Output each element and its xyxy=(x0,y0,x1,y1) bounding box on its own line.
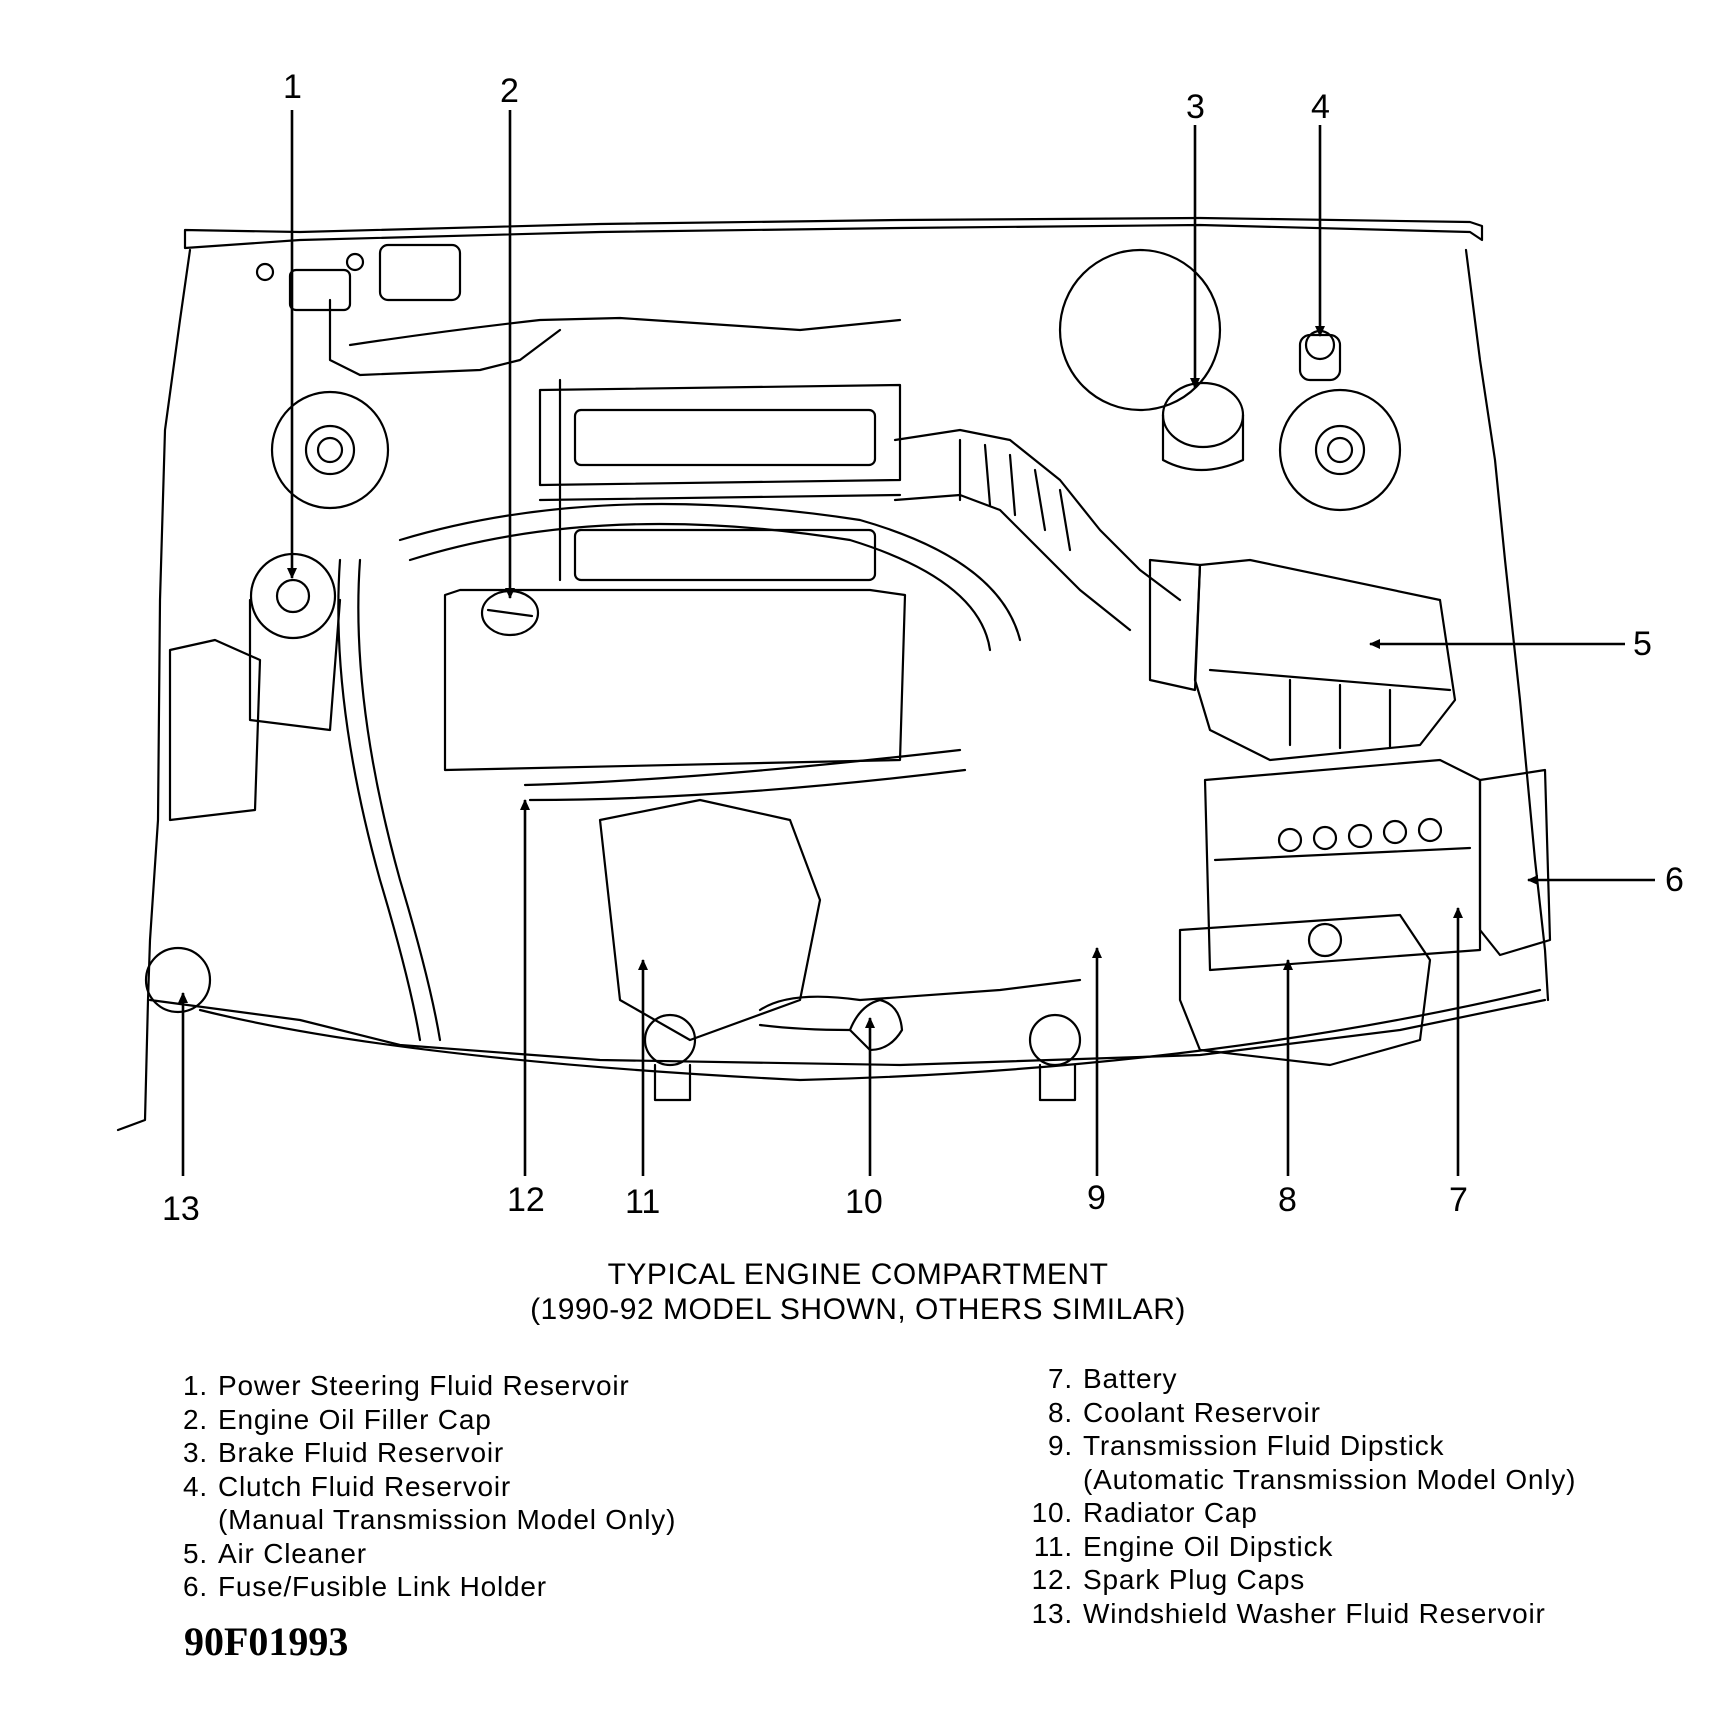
legend-item-text: Coolant Reservoir xyxy=(1083,1396,1321,1428)
legend-item-text: (Manual Transmission Model Only) xyxy=(218,1504,677,1535)
legend-item-text: Transmission Fluid Dipstick xyxy=(1083,1430,1445,1461)
legend-item-number: 12. xyxy=(1031,1564,1073,1595)
legend-item: (Manual Transmission Model Only) xyxy=(160,1503,676,1537)
legend-right: 7. Battery 8. Coolant Reservoir 9. Transmissi… xyxy=(1025,1362,1576,1630)
legend-item-number: 11. xyxy=(1033,1530,1073,1562)
legend-item: 3. Brake Fluid Reservoir xyxy=(160,1436,676,1470)
legend-item: 9. Transmission Fluid Dipstick xyxy=(1025,1429,1576,1463)
legend-item-text: Windshield Washer Fluid Reservoir xyxy=(1083,1597,1546,1629)
legend-item: 8. Coolant Reservoir xyxy=(1025,1396,1576,1430)
legend-item-number: 1. xyxy=(183,1370,208,1401)
legend-item: 4. Clutch Fluid Reservoir xyxy=(160,1470,676,1504)
legend-item: 11. Engine Oil Dipstick xyxy=(1025,1530,1576,1564)
figure-code: 90F01993 xyxy=(184,1619,349,1664)
legend-item-number: 10. xyxy=(1031,1497,1073,1528)
callout-4: 4 xyxy=(1311,88,1330,126)
legend-item-text: Engine Oil Filler Cap xyxy=(218,1403,492,1435)
legend-item: 2. Engine Oil Filler Cap xyxy=(160,1403,676,1437)
legend-item-text: Power Steering Fluid Reservoir xyxy=(218,1370,630,1401)
callout-8: 8 xyxy=(1278,1181,1297,1219)
callout-10: 10 xyxy=(845,1183,883,1220)
legend-item-number: 7. xyxy=(1048,1363,1073,1394)
leader-lines xyxy=(178,110,1655,1176)
callout-6: 6 xyxy=(1665,861,1684,899)
legend-item: 5. Air Cleaner xyxy=(160,1537,676,1571)
legend-item-number: 13. xyxy=(1031,1597,1073,1629)
callout-12: 12 xyxy=(507,1181,545,1219)
caption-subtitle: (1990-92 MODEL SHOWN, OTHERS SIMILAR) xyxy=(530,1293,1186,1326)
legend-item-text: Engine Oil Dipstick xyxy=(1083,1530,1334,1562)
legend-item-text: Radiator Cap xyxy=(1083,1497,1258,1528)
legend-item-text: Spark Plug Caps xyxy=(1083,1564,1306,1595)
legend-item-number: 2. xyxy=(183,1403,208,1435)
legend-item: 6. Fuse/Fusible Link Holder xyxy=(160,1570,676,1604)
callout-11: 11 xyxy=(625,1183,660,1220)
callout-5: 5 xyxy=(1633,625,1652,663)
callout-13: 13 xyxy=(162,1190,200,1220)
legend-item: 13. Windshield Washer Fluid Reservoir xyxy=(1025,1597,1576,1631)
callout-9: 9 xyxy=(1087,1179,1106,1217)
legend-item-text: Fuse/Fusible Link Holder xyxy=(218,1571,547,1602)
legend-item-number: 9. xyxy=(1048,1430,1073,1461)
legend-item: 7. Battery xyxy=(1025,1362,1576,1396)
caption-title: TYPICAL ENGINE COMPARTMENT xyxy=(607,1258,1109,1291)
callout-7: 7 xyxy=(1449,1181,1468,1219)
callout-3: 3 xyxy=(1186,88,1205,126)
engine-compartment-drawing xyxy=(116,216,1552,1132)
callout-1: 1 xyxy=(283,68,302,106)
legend-item: 10. Radiator Cap xyxy=(1025,1496,1576,1530)
legend-item-text: Clutch Fluid Reservoir xyxy=(218,1470,512,1502)
legend-item: 12. Spark Plug Caps xyxy=(1025,1563,1576,1597)
engine-compartment-diagram: 1 2 3 4 5 6 7 8 9 10 11 12 13 xyxy=(116,68,1684,1220)
callout-2: 2 xyxy=(500,72,519,110)
legend-item-number: 6. xyxy=(183,1571,208,1602)
legend-item-text: Battery xyxy=(1083,1363,1178,1394)
legend-item-number: 5. xyxy=(183,1537,208,1569)
legend-item-text: Air Cleaner xyxy=(218,1537,367,1569)
legend-item-number: 3. xyxy=(183,1437,208,1468)
legend-item-number: 8. xyxy=(1048,1396,1073,1428)
legend-left: 1. Power Steering Fluid Reservoir 2. Engine… xyxy=(160,1369,676,1604)
legend-item: 1. Power Steering Fluid Reservoir xyxy=(160,1369,676,1403)
legend-item-text: Brake Fluid Reservoir xyxy=(218,1437,504,1468)
legend-item-text: (Automatic Transmission Model Only) xyxy=(1083,1463,1577,1495)
legend-item: (Automatic Transmission Model Only) xyxy=(1025,1463,1576,1497)
legend-item-number: 4. xyxy=(183,1470,208,1502)
